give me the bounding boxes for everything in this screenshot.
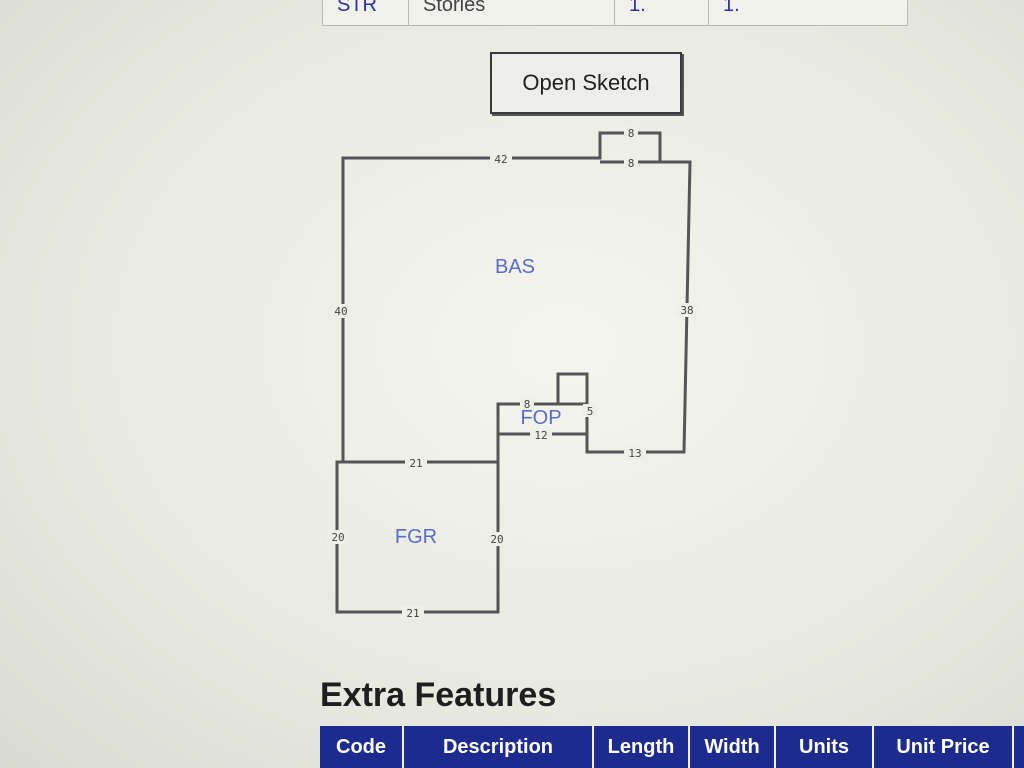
- sketch-outline: [335, 131, 692, 614]
- extra-features-table-header: Code Description Length Width Units Unit…: [320, 726, 1024, 768]
- dim-porch-bottom: 12: [534, 429, 547, 442]
- dim-bump-top: 8: [628, 127, 635, 140]
- extra-features-heading: Extra Features: [320, 676, 557, 714]
- column-header-units[interactable]: Units: [776, 726, 874, 768]
- column-header-code[interactable]: Code: [320, 726, 404, 768]
- column-header-overflow: [1014, 726, 1024, 768]
- dim-left: 40: [334, 305, 347, 318]
- row-value-cell: 1.: [615, 0, 709, 25]
- column-header-length[interactable]: Length: [594, 726, 690, 768]
- column-header-unit-price[interactable]: Unit Price: [874, 726, 1014, 768]
- row-value-cell-2: 1.: [723, 0, 740, 16]
- building-sketch: 42 8 8 40 38 8 5 12 13 21 20 20 21 BAS F…: [327, 126, 698, 620]
- dim-garage-left: 20: [331, 531, 344, 544]
- area-label-bas: BAS: [495, 256, 535, 278]
- dim-garage-bottom: 21: [406, 607, 419, 620]
- dim-bottom-right: 13: [628, 447, 641, 460]
- column-header-width[interactable]: Width: [690, 726, 776, 768]
- dim-garage-right: 20: [490, 533, 503, 546]
- dim-porch-top: 8: [524, 398, 531, 411]
- column-header-description[interactable]: Description: [404, 726, 594, 768]
- dim-top: 42: [494, 153, 507, 166]
- dim-right: 38: [680, 304, 693, 317]
- dim-garage-top: 21: [409, 457, 422, 470]
- dim-porch-right: 5: [587, 405, 594, 418]
- row-description-cell: Stories: [409, 0, 615, 25]
- summary-table-row: STR Stories 1. 1.: [322, 0, 908, 26]
- row-code-cell: STR: [323, 0, 409, 25]
- open-sketch-button[interactable]: Open Sketch: [490, 52, 682, 114]
- area-label-fop: FOP: [520, 407, 561, 429]
- dim-bump-bottom: 8: [628, 157, 635, 170]
- area-label-fgr: FGR: [395, 526, 437, 548]
